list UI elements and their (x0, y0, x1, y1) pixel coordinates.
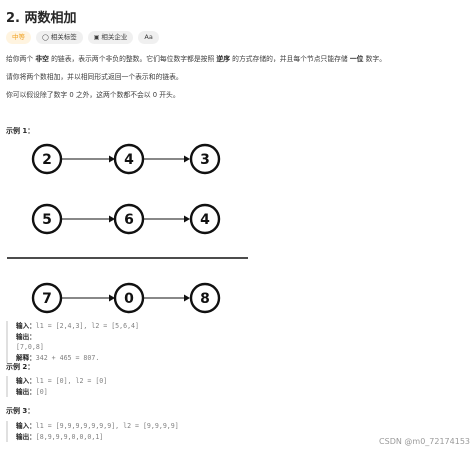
svg-text:6: 6 (124, 212, 134, 228)
description-paragraph-2: 请你将两个数相加，并以相同形式返回一个表示和的链表。 (6, 73, 183, 81)
desc-bold-nonempty: 非空 (35, 55, 49, 63)
related-tags-button[interactable]: ◯ 相关标签 (36, 31, 83, 44)
description-paragraph-3: 你可以假设除了数字 0 之外，这两个数都不会以 0 开头。 (6, 91, 180, 99)
arrow-1 (62, 155, 115, 163)
result-node-2: 0 (113, 282, 145, 314)
desc-text: 给你两个 (6, 55, 36, 63)
input-value: l1 = [9,9,9,9,9,9,9], l2 = [9,9,9,9] (35, 422, 179, 430)
arrow-3 (62, 215, 115, 223)
related-companies-label: 相关企业 (101, 33, 128, 41)
example-1-input-line: 输入：l1 = [2,4,3], l2 = [5,6,4] (16, 321, 139, 332)
output-value: [0] (35, 387, 48, 396)
result-row: 7 0 8 (31, 282, 221, 314)
related-tags-label: 相关标签 (50, 33, 77, 41)
example-1-output-line: 输出： (16, 332, 139, 343)
list-2-row: 5 6 4 (31, 203, 221, 235)
example-1-output-value-line: [7,0,8] (16, 342, 139, 353)
explain-label: 解释： (16, 353, 36, 362)
desc-text: 的链表，表示两个非负的整数。它们每位数字都是按照 (48, 55, 217, 63)
font-size-label: Aa (144, 33, 153, 41)
list-1-node-3: 3 (189, 143, 221, 175)
svg-text:7: 7 (42, 291, 52, 307)
desc-text: 数字。 (363, 55, 387, 63)
desc-text: 的方式存储的，并且每个节点只能存储 (230, 55, 350, 63)
output-value: [7,0,8] (16, 343, 44, 351)
difficulty-badge[interactable]: 中等 (6, 31, 31, 44)
font-size-button[interactable]: Aa (138, 31, 159, 44)
input-value: l1 = [2,4,3], l2 = [5,6,4] (35, 322, 139, 330)
example-3-code: 输入：l1 = [9,9,9,9,9,9,9], l2 = [9,9,9,9] … (6, 421, 179, 442)
list-2-node-3: 4 (189, 203, 221, 235)
input-label: 输入： (16, 377, 36, 385)
output-label: 输出： (16, 432, 36, 441)
svg-text:8: 8 (200, 291, 210, 307)
svg-text:4: 4 (200, 212, 210, 228)
svg-text:5: 5 (42, 212, 52, 228)
svg-text:2: 2 (42, 152, 52, 168)
input-label: 输入： (16, 422, 36, 430)
list-2-node-1: 5 (31, 203, 63, 235)
result-node-3: 8 (189, 282, 221, 314)
example-1-code: 输入：l1 = [2,4,3], l2 = [5,6,4] 输出： [7,0,8… (6, 321, 139, 363)
input-label: 输入： (16, 322, 36, 330)
desc-bold-reverse: 逆序 (216, 55, 230, 63)
arrow-4 (144, 215, 190, 223)
example-2-input-line: 输入：l1 = [0], l2 = [0] (16, 376, 107, 387)
arrow-6 (144, 294, 190, 302)
tag-bar: 中等 ◯ 相关标签 ▣ 相关企业 Aa (6, 31, 159, 44)
csdn-watermark: CSDN @m0_72174153 (379, 437, 470, 446)
example-3-title: 示例 3： (6, 407, 35, 415)
example-2-title: 示例 2： (6, 363, 35, 371)
example-2-code: 输入：l1 = [0], l2 = [0] 输出：[0] (6, 376, 107, 397)
input-value: l1 = [0], l2 = [0] (35, 377, 108, 385)
example-3-input-line: 输入：l1 = [9,9,9,9,9,9,9], l2 = [9,9,9,9] (16, 421, 179, 432)
svg-text:4: 4 (124, 152, 134, 168)
difficulty-label: 中等 (12, 33, 25, 41)
result-node-1: 7 (31, 282, 63, 314)
list-2-node-2: 6 (113, 203, 145, 235)
arrow-2 (144, 155, 190, 163)
description-paragraph-1: 给你两个 非空 的链表，表示两个非负的整数。它们每位数字都是按照 逆序 的方式存… (6, 53, 386, 63)
output-value: [8,9,9,9,0,0,0,1] (35, 432, 104, 441)
problem-title: 2. 两数相加 (6, 11, 77, 26)
related-companies-button[interactable]: ▣ 相关企业 (87, 31, 134, 44)
list-1-node-1: 2 (31, 143, 63, 175)
tag-icon: ◯ (42, 34, 49, 41)
linked-list-diagram: 2 4 3 5 6 4 7 0 8 (7, 143, 248, 314)
list-1-node-2: 4 (113, 143, 145, 175)
example-2-output-line: 输出：[0] (16, 387, 107, 398)
svg-text:3: 3 (200, 152, 210, 168)
output-label: 输出： (16, 387, 36, 396)
example-3-output-line: 输出：[8,9,9,9,0,0,0,1] (16, 432, 179, 443)
lock-icon: ▣ (93, 34, 100, 41)
explain-value: 342 + 465 = 807. (35, 353, 100, 362)
svg-text:0: 0 (124, 291, 134, 307)
arrow-5 (62, 294, 115, 302)
desc-bold-single: 一位 (349, 55, 364, 63)
example-1-title: 示例 1： (6, 127, 35, 135)
list-1-row: 2 4 3 (31, 143, 221, 175)
output-label: 输出： (16, 332, 36, 341)
example-1-explain-line: 解释：342 + 465 = 807. (16, 353, 139, 364)
